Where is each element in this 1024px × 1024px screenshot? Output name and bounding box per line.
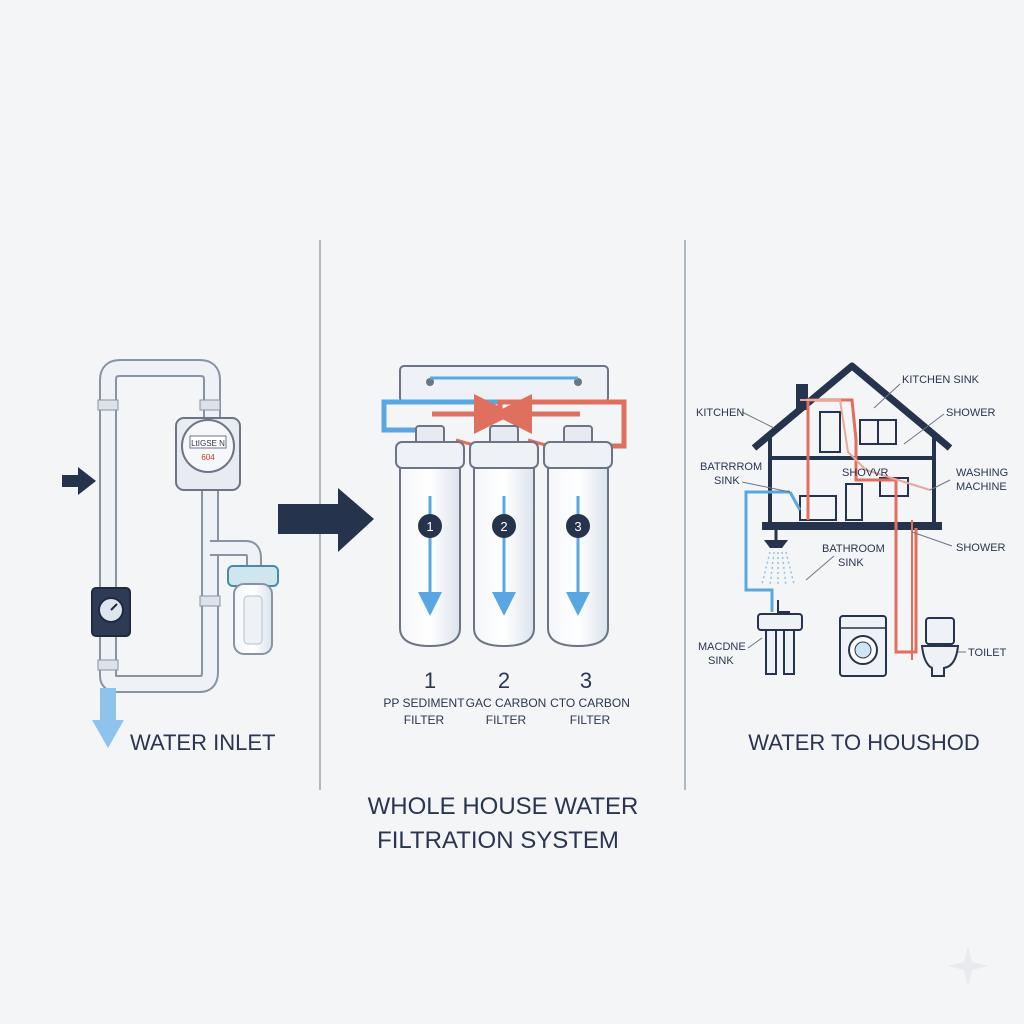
system-title-line1: WHOLE HOUSE WATER	[368, 793, 639, 820]
label-washing-2: MACHINE	[956, 481, 1007, 493]
filter-type-2: FILTER	[486, 713, 527, 727]
inlet-arrow-icon	[62, 467, 96, 495]
house-caption: WATER TO HOUSHOD	[748, 730, 979, 755]
inlet-caption: WATER INLET	[130, 730, 275, 755]
system-title-line2: FILTRATION SYSTEM	[377, 827, 619, 854]
meter-label: LtIGSE N	[191, 439, 225, 448]
filter-housing-1	[395, 425, 465, 648]
house-illustration	[744, 362, 953, 660]
label-washing-1: WASHING	[956, 467, 1008, 479]
filter-badge-2: 2	[492, 514, 516, 538]
small-filter	[227, 565, 279, 655]
label-toilet: TOILET	[968, 647, 1007, 659]
filter-name-1: PP SEDIMENT	[383, 696, 465, 710]
label-leaders	[741, 383, 966, 653]
svg-text:3: 3	[574, 519, 581, 534]
label-bathroom-sink-left-2: SINK	[714, 475, 740, 487]
filter-number-3: 3	[580, 668, 592, 693]
label-machine-sink-2: SINK	[708, 655, 734, 667]
sparkle-icon	[948, 946, 988, 986]
inlet-piping	[97, 359, 262, 693]
filter-name-2: GAC CARBON	[466, 696, 547, 710]
down-arrow-icon	[92, 688, 124, 748]
label-shower-mid: SHOVVR	[842, 467, 889, 479]
filter-type-3: FILTER	[570, 713, 611, 727]
filter-system	[381, 365, 627, 450]
water-meter: LtIGSE N 604	[175, 417, 241, 491]
filter-housing-3	[543, 425, 613, 648]
label-kitchen: KITCHEN	[696, 407, 744, 419]
label-shower-right: SHOWER	[956, 542, 1006, 554]
label-shower-top: SHOWER	[946, 407, 996, 419]
label-kitchen-sink: KITCHEN SINK	[902, 374, 980, 386]
filter-badge-1: 1	[418, 514, 442, 538]
flow-arrow-icon	[278, 488, 374, 552]
label-bathroom-sink-2: SINK	[838, 557, 864, 569]
filter-badge-3: 3	[566, 514, 590, 538]
meter-sub: 604	[201, 453, 215, 462]
filter-number-2: 2	[498, 668, 510, 693]
washing-machine-icon	[839, 615, 887, 677]
label-bathroom-sink-1: BATHROOM	[822, 543, 885, 555]
sink-icon	[757, 600, 803, 675]
toilet-icon	[920, 617, 960, 677]
label-machine-sink-1: MACDNE	[698, 641, 746, 653]
filter-name-3: CTO CARBON	[550, 696, 630, 710]
shower-icon	[761, 530, 795, 587]
pressure-gauge	[91, 587, 131, 637]
filter-number-1: 1	[424, 668, 436, 693]
svg-text:2: 2	[500, 519, 507, 534]
label-bathroom-sink-left-1: BATRRROM	[700, 461, 762, 473]
svg-text:1: 1	[426, 519, 433, 534]
filter-type-1: FILTER	[404, 713, 445, 727]
